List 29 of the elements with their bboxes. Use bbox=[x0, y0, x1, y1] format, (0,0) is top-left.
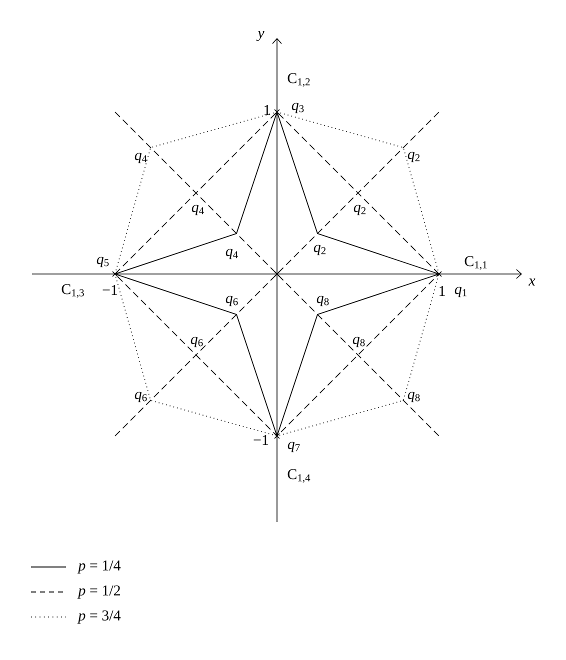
point-label: q$_{8}$ bbox=[316, 296, 329, 306]
point-label: q$_{4}$ bbox=[226, 248, 238, 260]
axis-label: x bbox=[528, 278, 536, 286]
curve-label: C$_{1,1}$ bbox=[464, 256, 487, 270]
point-label: q$_{8}$ bbox=[352, 336, 365, 348]
point-label: q$_{1}$ bbox=[454, 286, 466, 298]
legend-text: p = 3/4 bbox=[77, 610, 121, 624]
curve-label: C$_{1,3}$ bbox=[62, 284, 84, 298]
point-label: q$_{6}$ bbox=[226, 296, 238, 306]
curve-label: C$_{1,4}$ bbox=[288, 469, 310, 483]
point-label: q$_{6}$ bbox=[134, 392, 147, 402]
point-label: q$_{2}$ bbox=[408, 152, 420, 162]
tick-label: −1 bbox=[102, 285, 118, 295]
point-label: q$_{2}$ bbox=[314, 244, 326, 256]
point-label: q$_{7}$ bbox=[288, 442, 300, 452]
curve-label: C$_{1,2}$ bbox=[288, 73, 310, 87]
tick-label: 1 bbox=[264, 105, 270, 115]
legend-text: p = 1/4 bbox=[77, 560, 121, 574]
tick-label: −1 bbox=[254, 435, 268, 445]
point-label: q$_{8}$ bbox=[408, 392, 420, 402]
point-label: q$_{5}$ bbox=[96, 256, 109, 268]
point-label: q$_{4}$ bbox=[192, 204, 204, 216]
point-label: q$_{3}$ bbox=[292, 102, 304, 114]
point-label: q$_{2}$ bbox=[354, 204, 366, 216]
point-label: q$_{4}$ bbox=[134, 152, 147, 164]
tick-label: 1 bbox=[440, 286, 445, 296]
legend-text: p = 1/2 bbox=[77, 585, 120, 599]
point-label: q$_{6}$ bbox=[190, 336, 203, 348]
axis-label: y bbox=[256, 30, 264, 42]
